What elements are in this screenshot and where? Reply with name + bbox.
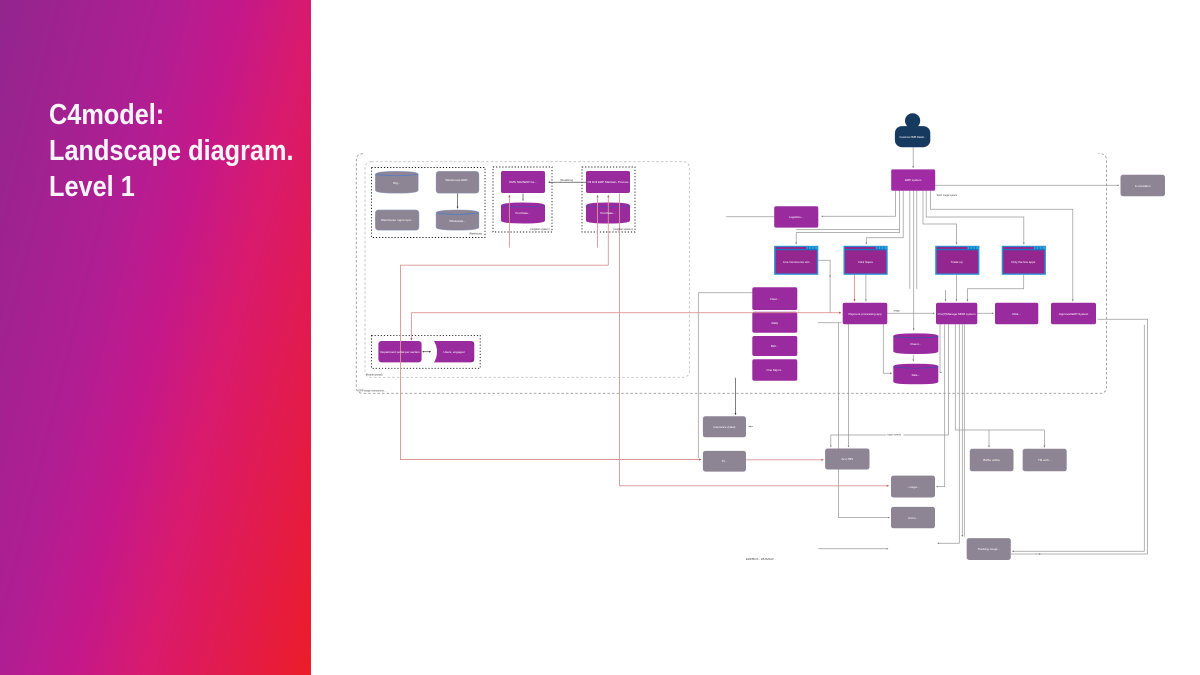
svg-text:Approval ERP System: Approval ERP System	[1059, 312, 1089, 316]
svg-text:ERP/BOX - WHS/NAV: ERP/BOX - WHS/NAV	[746, 557, 774, 561]
svg-text:Fleet...: Fleet...	[770, 297, 779, 301]
svg-text:Logistics...: Logistics...	[789, 215, 803, 219]
svg-text:Wholesale...: Wholesale...	[449, 219, 466, 223]
svg-text:Sale...: Sale...	[912, 373, 921, 377]
svg-text:[Realtime]: [Realtime]	[561, 178, 574, 182]
svg-text:TM arch...: TM arch...	[1038, 458, 1052, 462]
svg-text:...mega...: ...mega...	[907, 485, 920, 489]
svg-text:Acq TBS: Acq TBS	[841, 457, 853, 461]
svg-text:AnCo...: AnCo...	[908, 516, 918, 520]
svg-text:OMS NAV/ERP GL...: OMS NAV/ERP GL...	[509, 180, 537, 184]
svg-text:Warehouse: Warehouse	[469, 233, 482, 236]
svg-text:[ supplier system ]: [ supplier system ]	[613, 228, 633, 231]
svg-text:Rig...: Rig...	[393, 181, 400, 185]
svg-text:track events: track events	[888, 434, 902, 437]
svg-text:Purchase...: Purchase...	[515, 211, 530, 215]
svg-text:Tracking mega...: Tracking mega...	[978, 547, 1000, 551]
svg-text:Live Commerce win: Live Commerce win	[783, 260, 810, 264]
svg-text:Risk...: Risk...	[1012, 312, 1021, 316]
svg-text:Users, engaged: Users, engaged	[443, 350, 465, 354]
svg-text:Warehouse mgmt syst...: Warehouse mgmt syst...	[381, 218, 413, 222]
svg-text:Sport mega system: Sport mega system	[937, 194, 958, 197]
svg-text:Department portal per section: Department portal per section	[380, 350, 420, 354]
svg-text:Oil Drill ERP Maintain, Procur: Oil Drill ERP Maintain, Procure	[588, 180, 629, 184]
svg-text:B2c...: B2c...	[771, 344, 779, 348]
svg-text:Payment processing app: Payment processing app	[848, 312, 881, 316]
svg-text:People (portal): People (portal)	[366, 373, 383, 376]
svg-text:BizBo online: BizBo online	[983, 458, 1000, 462]
svg-text:snap: snap	[894, 309, 901, 313]
svg-text:Rally: Rally	[771, 321, 778, 325]
svg-text:Trade up: Trade up	[951, 260, 963, 264]
svg-text:[ supplier system ]: [ supplier system ]	[530, 228, 550, 231]
svg-text:ERP mega environment ...: ERP mega environment ...	[359, 389, 387, 392]
svg-text:Purchase...: Purchase...	[600, 211, 615, 215]
svg-text:Fluent...: Fluent...	[910, 342, 921, 346]
svg-text:One Mgmt...: One Mgmt...	[767, 368, 784, 372]
svg-text:Intra Squre: Intra Squre	[858, 260, 873, 264]
svg-text:Pr...: Pr...	[722, 459, 728, 463]
svg-text:Insurance (Navi): Insurance (Navi)	[713, 425, 735, 429]
svg-text:Oro(?)Manage MDM system: Oro(?)Manage MDM system	[938, 312, 976, 316]
svg-text:Only the few apps: Only the few apps	[1011, 260, 1036, 264]
svg-text:Customer B2B Retail...: Customer B2B Retail...	[899, 135, 926, 139]
svg-text:In-transition: In-transition	[1135, 184, 1151, 188]
svg-text:ERP system: ERP system	[905, 178, 922, 182]
svg-text:Warehouse ERP...: Warehouse ERP...	[445, 178, 470, 182]
